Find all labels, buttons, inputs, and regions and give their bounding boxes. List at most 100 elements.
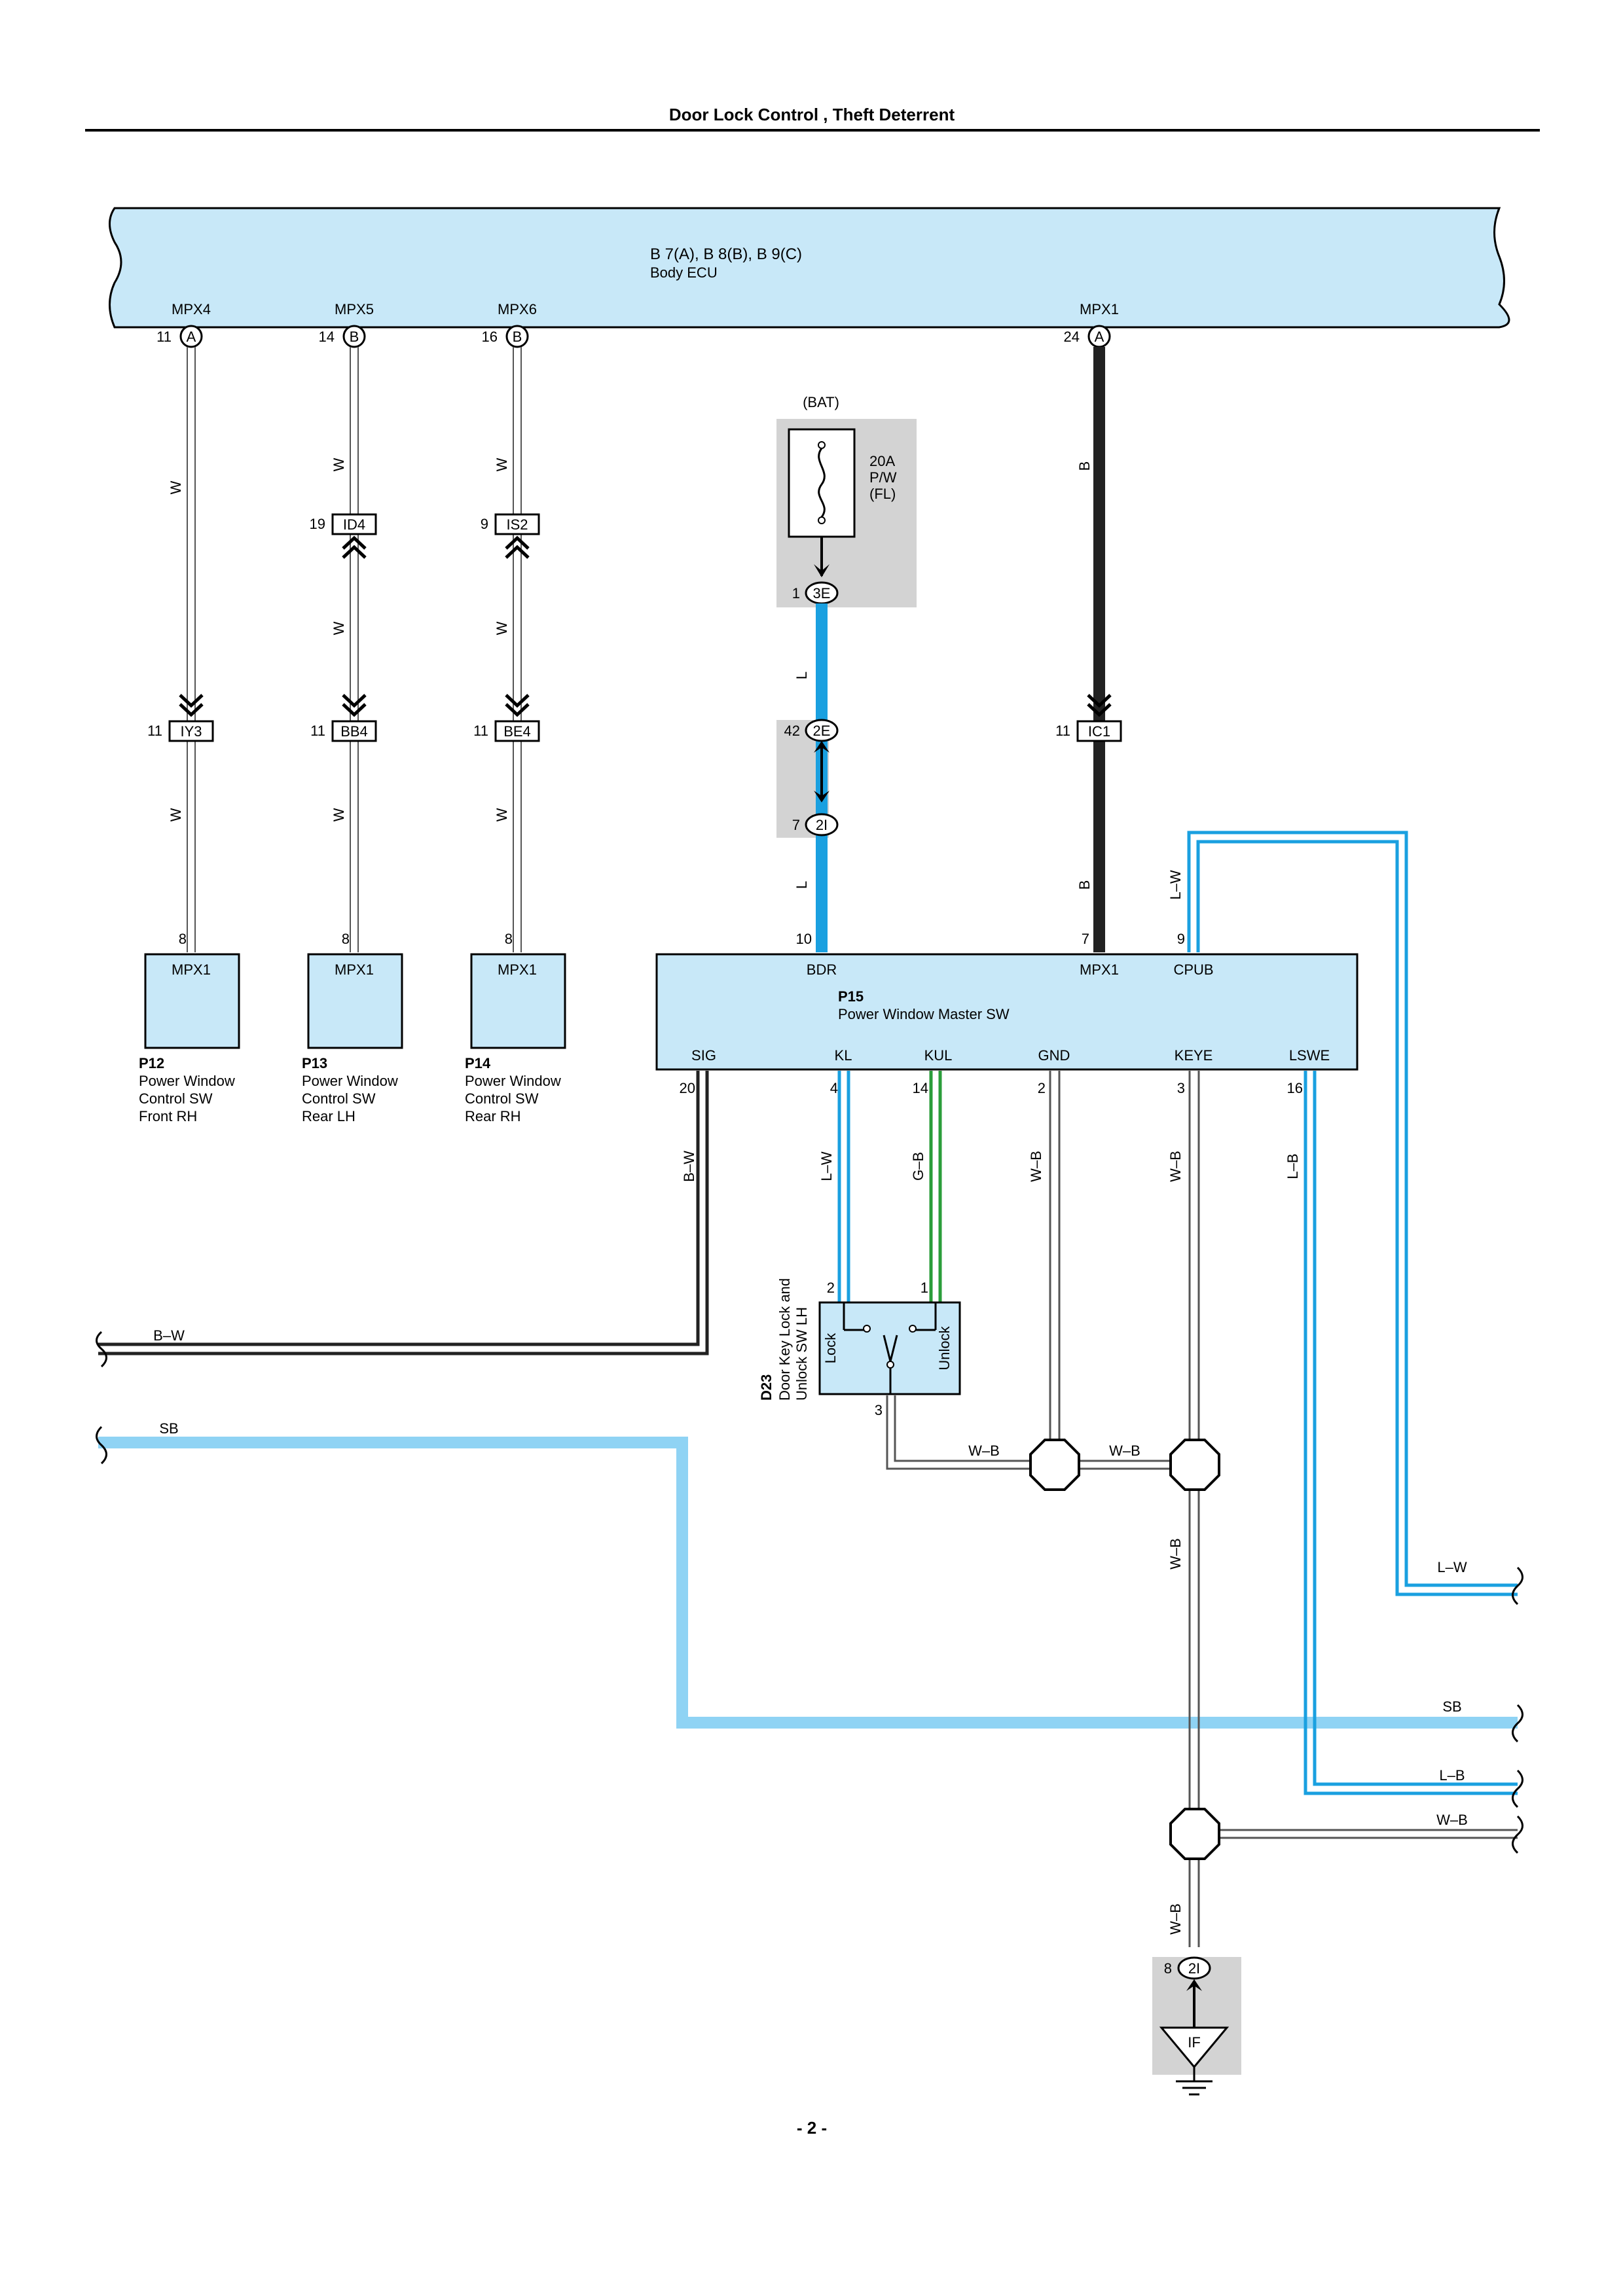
junction-be4: 11 BE4 (473, 694, 540, 742)
wire-gb-kul (929, 1071, 942, 1304)
ecu-name: Body ECU (650, 264, 718, 281)
junction-is2: 9 IS2 (481, 513, 540, 559)
terminal-name: LSWE (1289, 1047, 1330, 1064)
master-switch-p15: 10 7 9 BDR MPX1 CPUB P15 Power Window Ma… (655, 931, 1359, 1096)
switch-p14: 8 MPX1 P14 Power Window Control SW Rear … (465, 931, 566, 1124)
connector-code: 3E (813, 585, 831, 601)
body-ecu: B 7(A), B 8(B), B 9(C) Body ECU MPX4 MPX… (109, 207, 1510, 329)
wire-label-wb: W–B (1167, 1538, 1184, 1570)
pin-number: 14 (319, 329, 335, 345)
ecu-pin-b-14: 14 B (319, 325, 366, 348)
junction-id4: 19 ID4 (310, 513, 377, 559)
pin-number: 11 (473, 723, 488, 739)
wire-label-w: W (331, 808, 347, 821)
wire-mpx5 (350, 347, 359, 952)
wire-label-lb: L–B (1439, 1767, 1465, 1784)
pin-number: 8 (342, 931, 350, 947)
component-name: Unlock SW LH (793, 1307, 810, 1401)
wire-label-l: L (793, 672, 810, 679)
terminal-name: KUL (924, 1047, 953, 1064)
switch-p12: 8 MPX1 P12 Power Window Control SW Front… (139, 931, 240, 1124)
wire-wb-d23 (886, 1395, 1518, 1839)
component-name: Rear LH (302, 1108, 356, 1124)
junction-iy3: 11 IY3 (147, 694, 214, 742)
ecu-terminal-mpx4: MPX4 (172, 301, 211, 317)
pin-number: 8 (1164, 1960, 1172, 1977)
terminal-name: BDR (807, 961, 837, 978)
terminal-name: CPUB (1173, 961, 1213, 978)
component-name: Door Key Lock and (776, 1278, 793, 1401)
unlock-label: Unlock (936, 1325, 953, 1370)
pin-number: 7 (792, 817, 800, 833)
connector-code: ID4 (343, 516, 365, 533)
component-name: Power Window (465, 1073, 561, 1089)
terminal-name: MPX1 (498, 961, 537, 978)
pin-number: 19 (310, 516, 325, 532)
door-key-switch-d23: 2 1 Lock Unlock D23 Door Key Lock and Un… (758, 1278, 961, 1418)
junction-ic1: 11 IC1 (1055, 694, 1122, 742)
pin-number: 2 (1038, 1080, 1046, 1096)
pin-number: 8 (179, 931, 187, 947)
wire-label-lw: L–W (1167, 870, 1184, 899)
pin-number: 9 (1177, 931, 1185, 947)
wire-label-w: W (494, 808, 510, 821)
wire-lw-cpub (1187, 831, 1518, 1596)
ecu-id: B 7(A), B 8(B), B 9(C) (650, 245, 802, 263)
wire-label-bw: B–W (153, 1327, 185, 1344)
junction-bb4: 11 BB4 (310, 694, 377, 742)
fuse-name: P/W (869, 469, 897, 486)
pin-number: 11 (147, 723, 162, 739)
connector-code: 2E (813, 723, 831, 739)
connector-code: IC1 (1088, 723, 1110, 740)
wire-break-icon (96, 1331, 107, 1368)
wire-label-wb: W–B (1167, 1151, 1184, 1182)
component-name: Power Window (139, 1073, 235, 1089)
wire-label-wb: W–B (1167, 1903, 1184, 1935)
connector-code: IY3 (180, 723, 202, 740)
ground-terminal-icon (1159, 2026, 1230, 2069)
lock-label: Lock (822, 1333, 839, 1363)
pin-number: 8 (505, 931, 513, 947)
terminal-name: MPX1 (172, 961, 211, 978)
wire-label-w: W (494, 457, 510, 471)
wire-label-w: W (168, 808, 184, 821)
wire-bw-sig (98, 1071, 709, 1355)
terminal-name: KL (835, 1047, 852, 1064)
component-id: D23 (758, 1374, 775, 1401)
fuse-location: (FL) (869, 486, 896, 502)
ecu-terminal-mpx1: MPX1 (1080, 301, 1119, 317)
switch-p13: 8 MPX1 P13 Power Window Control SW Rear … (302, 931, 403, 1124)
wire-label-sb: SB (1442, 1698, 1461, 1715)
wire-label-wb: W–B (1028, 1151, 1044, 1182)
wire-label-wb: W–B (1109, 1443, 1140, 1459)
splice-point (1029, 1439, 1080, 1491)
wire-label-w: W (168, 480, 184, 494)
wire-label-bw: B–W (681, 1151, 697, 1182)
component-id: P15 (838, 988, 864, 1005)
pin-number: 4 (830, 1080, 838, 1096)
pin-number: 42 (784, 723, 800, 739)
component-name: Rear RH (465, 1108, 521, 1124)
page-number: - 2 - (797, 2118, 827, 2138)
connector-code: A (187, 329, 196, 345)
wire-label-lw: L–W (1437, 1559, 1467, 1575)
page-title: Door Lock Control , Theft Deterrent (669, 105, 955, 124)
pin-number: 1 (792, 585, 800, 601)
ecu-terminal-mpx5: MPX5 (335, 301, 374, 317)
wire-label-w: W (331, 621, 347, 635)
wire-label-w: W (331, 457, 347, 471)
terminal-name: MPX1 (335, 961, 374, 978)
component-name: Power Window Master SW (838, 1006, 1010, 1022)
wire-wb-keye (1188, 1071, 1200, 1947)
wire-label-lw: L–W (818, 1151, 835, 1181)
pin-number: 14 (913, 1080, 928, 1096)
wire-label-lb: L–B (1285, 1153, 1301, 1179)
pin-number: 24 (1064, 329, 1080, 345)
ecu-pin-a-11: 11 A (156, 325, 203, 348)
connector-code: B (350, 329, 359, 345)
fuse-block: (BAT) 20A P/W (FL) 1 3E (776, 394, 917, 607)
wire-label-w: W (494, 621, 510, 635)
wire-label-b: B (1076, 461, 1093, 471)
fuse-rating: 20A (869, 453, 895, 469)
